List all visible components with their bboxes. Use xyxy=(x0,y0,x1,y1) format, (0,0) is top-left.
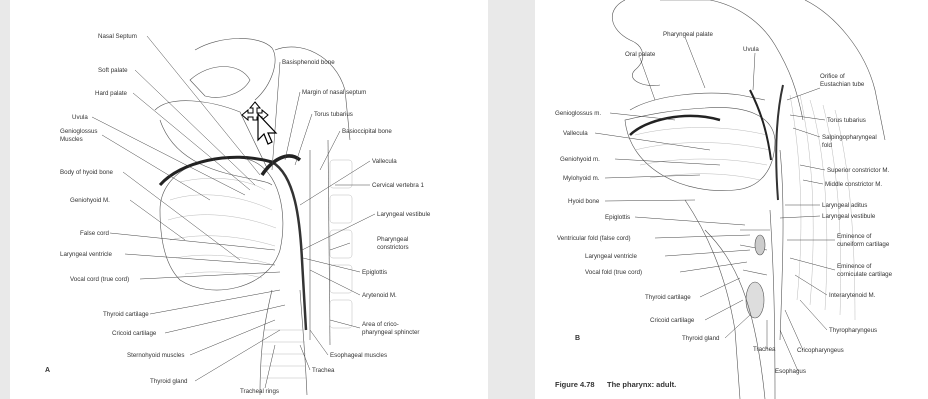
label-thyroid-gland: Thyroid gland xyxy=(682,335,720,342)
label-thyroid-cartilage: Thyroid cartilage xyxy=(645,294,691,301)
label-cricopharyngeus: Cricopharyngeus xyxy=(797,347,844,354)
label-laryngeal-vestibule: Laryngeal vestibule xyxy=(377,211,431,218)
label-torus-tubarius: Torus tubarius xyxy=(827,117,866,124)
label-tracheal-rings: Tracheal rings xyxy=(240,388,279,395)
label-laryngeal-ventricle: Laryngeal ventricle xyxy=(585,253,637,260)
label-ventricular-fold: Ventricular fold (false cord) xyxy=(557,235,631,242)
label-geniohyoid: Geniohyoid m. xyxy=(560,156,600,163)
label-uvula: Uvula xyxy=(72,114,88,121)
move-cursor-icon xyxy=(242,102,276,144)
label-cricoid-cartilage: Cricoid cartilage xyxy=(650,317,695,324)
figure-b-page: Pharyngeal palate Oral palate Uvula Orif… xyxy=(535,0,928,399)
label-salpingopharyngeal: Salpingopharyngeal xyxy=(822,134,877,141)
label-torus-tubarius: Torus tubarius xyxy=(314,111,353,118)
label-nasal-septum: Nasal Septum xyxy=(98,33,137,40)
label-esophagus: Esophagus xyxy=(775,368,806,375)
label-arytenoid: Arytenoid M. xyxy=(362,292,397,299)
label-hyoid-bone: Hyoid bone xyxy=(568,198,600,205)
figure-b-leader-lines xyxy=(595,37,835,371)
label-pharyngeal: Pharyngeal xyxy=(377,236,408,243)
label-cervical-vertebra: Cervical vertebra 1 xyxy=(372,182,424,189)
figure-a-illustration: Nasal Septum Soft palate Hard palate Uvu… xyxy=(10,0,488,399)
label-eustachian-tube: Eustachian tube xyxy=(820,81,865,88)
caption-figure-number: Figure 4.78 xyxy=(555,380,595,389)
figure-b-labels: Pharyngeal palate Oral palate Uvula Orif… xyxy=(555,31,893,375)
panel-letter-b: B xyxy=(575,335,580,342)
label-laryngeal-vestibule: Laryngeal vestibule xyxy=(822,213,876,220)
label-vallecula: Vallecula xyxy=(563,130,588,137)
label-basisphenoid-bone: Basisphenoid bone xyxy=(282,59,335,66)
label-eminence-of-cuneiform: Eminence of xyxy=(837,233,872,240)
label-trachea: Trachea xyxy=(753,346,776,353)
figure-a-page: Nasal Septum Soft palate Hard palate Uvu… xyxy=(10,0,488,399)
figure-a-labels-right: Basisphenoid bone Margin of nasal septum… xyxy=(282,59,431,374)
label-laryngeal-ventricle: Laryngeal ventricle xyxy=(60,251,112,258)
label-laryngeal-aditus: Laryngeal aditus xyxy=(822,202,867,209)
label-cricoid-cartilage: Cricoid cartilage xyxy=(112,330,157,337)
label-vocal-fold: Vocal fold (true cord) xyxy=(585,269,642,276)
figure-b-anatomy-art xyxy=(612,0,885,399)
label-epiglottis: Epiglottis xyxy=(605,214,630,221)
label-salpingopharyngeal-fold: fold xyxy=(822,142,833,149)
label-corniculate-cartilage: corniculate cartilage xyxy=(837,271,893,278)
label-genioglossus-muscles: Muscles xyxy=(60,136,83,143)
label-geniohyoid: Geniohyoid M. xyxy=(70,197,110,204)
label-pharyngeal-palate: Pharyngeal palate xyxy=(663,31,713,38)
label-orifice-of: Orifice of xyxy=(820,73,845,80)
label-genioglossus: Genioglossus xyxy=(60,128,98,135)
label-uvula: Uvula xyxy=(743,46,759,53)
label-oral-palate: Oral palate xyxy=(625,51,656,58)
label-pharyngeal-constrictors: constrictors xyxy=(377,244,409,251)
label-vallecula: Vallecula xyxy=(372,158,397,165)
label-basioccipital-bone: Basioccipital bone xyxy=(342,128,392,135)
label-sternohyoid-muscles: Sternohyoid muscles xyxy=(127,352,184,359)
label-genioglossus: Genioglossus m. xyxy=(555,110,601,117)
label-hard-palate: Hard palate xyxy=(95,90,128,97)
label-interarytenoid: Interarytenoid M. xyxy=(829,292,876,299)
label-thyroid-cartilage: Thyroid cartilage xyxy=(103,311,149,318)
label-superior-constrictor: Superior constrictor M. xyxy=(827,167,890,174)
label-trachea: Trachea xyxy=(312,367,335,374)
label-cuneiform-cartilage: cuneiform cartilage xyxy=(837,241,890,248)
label-soft-palate: Soft palate xyxy=(98,67,128,74)
label-thyropharyngeus: Thyropharyngeus xyxy=(829,327,877,334)
caption-figure-title: The pharynx: adult. xyxy=(607,380,676,389)
label-epiglottis: Epiglottis xyxy=(362,269,387,276)
label-body-of-hyoid-bone: Body of hyoid bone xyxy=(60,169,114,176)
label-esophageal-muscles: Esophageal muscles xyxy=(330,352,387,359)
label-pharyngeal-sphincter: pharyngeal sphincter xyxy=(362,329,419,336)
label-thyroid-gland: Thyroid gland xyxy=(150,378,188,385)
label-middle-constrictor: Middle constrictor M. xyxy=(825,181,882,188)
panel-letter-a: A xyxy=(45,367,50,374)
label-area-of-crico: Area of crico- xyxy=(362,321,399,328)
label-eminence-of-corniculate: Eminence of xyxy=(837,263,872,270)
figure-a-labels-left: Nasal Septum Soft palate Hard palate Uvu… xyxy=(45,33,279,395)
label-vocal-cord: Vocal cord (true cord) xyxy=(70,276,129,283)
label-margin-of-nasal-septum: Margin of nasal septum xyxy=(302,89,366,96)
figure-b-caption: Figure 4.78 The pharynx: adult. xyxy=(555,380,676,389)
label-false-cord: False cord xyxy=(80,230,109,237)
figure-b-illustration: Pharyngeal palate Oral palate Uvula Orif… xyxy=(535,0,928,399)
label-mylohyoid: Mylohyoid m. xyxy=(563,175,600,182)
